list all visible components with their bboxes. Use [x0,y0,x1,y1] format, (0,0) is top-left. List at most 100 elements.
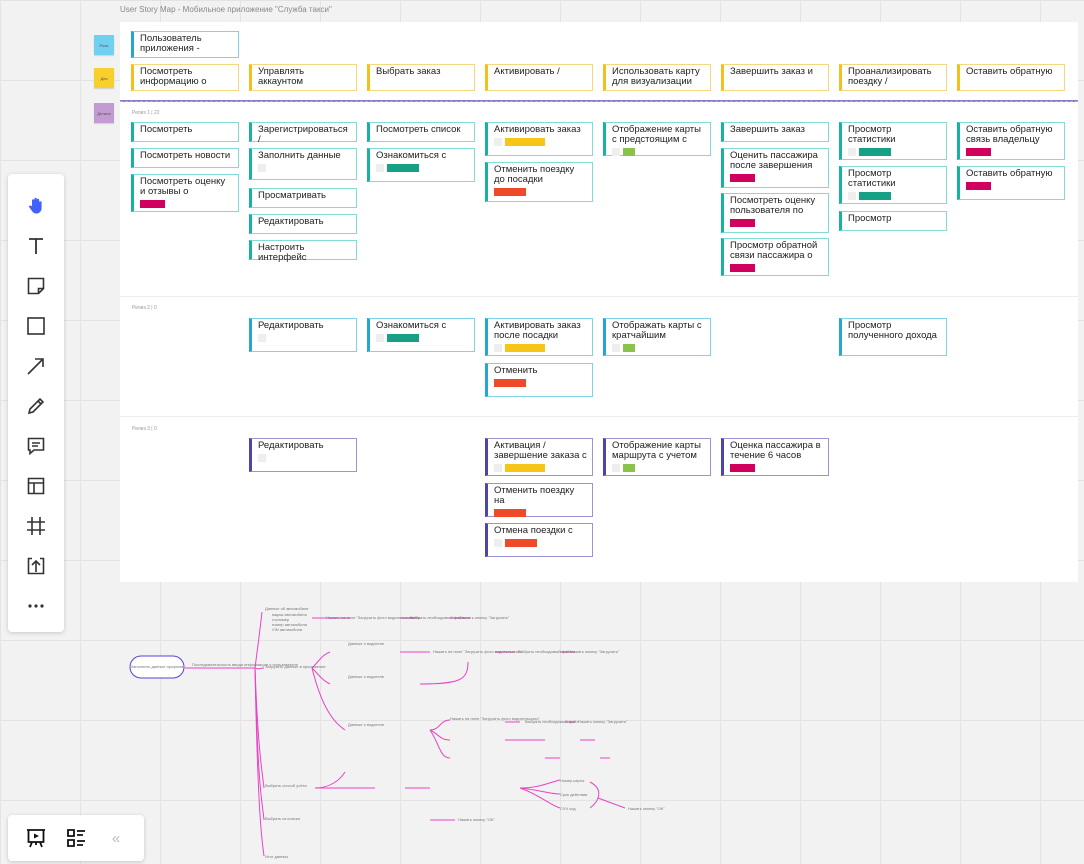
story-card[interactable]: Ознакомиться с [367,148,475,182]
story-card[interactable]: Отображать карты с кратчайшим [603,318,711,356]
activity-card[interactable]: Оставить обратную [957,64,1065,91]
role-card[interactable]: Пользователь приложения - [131,31,239,58]
release-3-count: 0 [153,426,157,432]
story-card[interactable]: Зарегистрироваться / [249,122,357,145]
tag-details[interactable]: Детали [94,103,114,123]
story-card[interactable]: Заполнить данные [249,148,357,180]
story-card[interactable]: Оставить обратную [957,166,1065,200]
priority-chip [623,464,635,472]
story-card[interactable]: Редактировать [249,214,357,234]
shape-icon[interactable] [24,314,48,338]
outline-icon[interactable] [64,826,88,850]
left-toolbar [8,174,64,632]
story-map-board [120,22,1078,582]
tag-activity-label: Дея [100,75,108,81]
story-card[interactable]: Отмена поездки с [485,523,593,557]
mm-action: Выбрать необходимый файл [525,719,579,724]
pen-icon[interactable] [24,394,48,418]
mm-root[interactable]: Заполнить данные профиля [129,655,185,679]
story-card[interactable]: Оценить пассажира после завершения [721,148,829,188]
activity-card[interactable]: Посмотреть информацию о [131,64,239,91]
tag-activity[interactable]: Дея [94,68,114,88]
mm-link [519,779,561,789]
mm-link [311,651,331,669]
mm-action: Нажать на поле "Загрузить фото водительс… [450,716,541,721]
priority-chip [387,164,419,172]
upload-icon[interactable] [24,554,48,578]
story-text: Отображать карты с кратчайшим [612,321,702,341]
story-card[interactable]: Отображение карты с предстоящим с [603,122,711,156]
mm-node: Данные о водителе [348,722,385,727]
story-card[interactable]: Активировать заказ [485,122,593,156]
template-icon[interactable] [24,474,48,498]
story-card[interactable]: Оставить обратную связь владельцу [957,122,1065,160]
story-card[interactable]: Посмотреть оценку пользователя по [721,193,829,233]
priority-chip [505,539,537,547]
story-card[interactable]: Настроить интерфейс [249,240,357,263]
collapse-button[interactable]: « [104,826,128,850]
story-card[interactable]: Посмотреть список [367,122,475,142]
story-card[interactable]: Отображение карты маршрута с учетом [603,438,711,476]
activity-card[interactable]: Проанализировать поездку / [839,64,947,91]
activity-card[interactable]: Управлять аккаунтом [249,64,357,91]
activity-card[interactable]: Выбрать заказ [367,64,475,91]
activity-text: Управлять аккаунтом [258,67,305,87]
hand-icon[interactable] [24,194,48,218]
activity-card[interactable]: Активировать / [485,64,593,91]
empty-chip [612,464,620,472]
activity-card[interactable]: Завершить заказ и [721,64,829,91]
mm-root-text: Заполнить данные профиля [131,664,184,669]
empty-chip [494,138,502,146]
mm-action: Выбрать необходимый файл [518,649,572,654]
story-card[interactable]: Отменить [485,363,593,397]
activity-card[interactable]: Использовать карту для визуализации [603,64,711,91]
mm-action: CVV код [560,806,576,811]
priority-chip [505,344,545,352]
more-icon[interactable] [24,594,48,618]
text-icon[interactable] [24,234,48,258]
story-card[interactable]: Редактировать [249,318,357,352]
story-card[interactable]: Завершить заказ [721,122,829,142]
story-text: Посмотреть список [376,125,461,135]
release-divider-2 [120,296,1078,297]
mm-node: Данные об автомобиле [265,606,309,611]
story-card[interactable]: Активировать заказ после посадки [485,318,593,356]
story-text: Просмотр статистики завешенных поездок [848,125,940,145]
empty-chip [848,192,856,200]
tag-role[interactable]: Роль [94,35,114,55]
story-card[interactable]: Отменить поездку до посадки пассажира [485,162,593,202]
story-card[interactable]: Ознакомиться с [367,318,475,352]
comment-icon[interactable] [24,434,48,458]
sticky-note-icon[interactable] [24,274,48,298]
story-card[interactable]: Просматривать [249,188,357,208]
story-card[interactable]: Посмотреть новости [131,148,239,168]
mind-map[interactable]: Заполнить данные профиля Последовательно… [0,590,1084,864]
mm-action: Номер карты [560,778,584,783]
story-card[interactable]: Просмотр статистики завершённых [839,166,947,204]
story-card[interactable]: Редактировать [249,438,357,472]
story-text: Редактировать [258,217,324,227]
story-card[interactable]: Посмотреть оценку и отзывы о [131,174,239,212]
story-card[interactable]: Оценка пассажира в течение 6 часов [721,438,829,476]
mm-node: Итог данных [265,854,288,859]
activity-text: Активировать / [494,67,560,77]
frame-icon[interactable] [24,514,48,538]
arrow-icon[interactable] [24,354,48,378]
role-card-text: Пользователь приложения - [140,34,202,54]
story-card[interactable]: Просмотр обратной связи пассажира о [721,238,829,276]
mm-action: Нажать кнопку "ОК" [628,806,665,811]
mm-action: Нажать кнопку "Загрузить" [570,649,620,654]
mm-action: Нажать на поле "Загрузить фото водительс… [433,649,524,654]
story-card[interactable]: Просмотр полученного дохода [839,318,947,356]
story-card[interactable]: Посмотреть [131,122,239,142]
presentation-icon[interactable] [24,826,48,850]
story-card[interactable]: Активация / завершение заказа с [485,438,593,476]
story-text: Редактировать [258,321,324,331]
empty-chip [612,148,620,156]
story-text: Просматривать [258,191,327,201]
story-card[interactable]: Отменить поездку на [485,483,593,517]
priority-chip [140,200,165,208]
story-card[interactable]: Просмотр [839,211,947,231]
story-card[interactable]: Просмотр статистики завешенных поездок [839,122,947,160]
priority-chip [505,138,545,146]
